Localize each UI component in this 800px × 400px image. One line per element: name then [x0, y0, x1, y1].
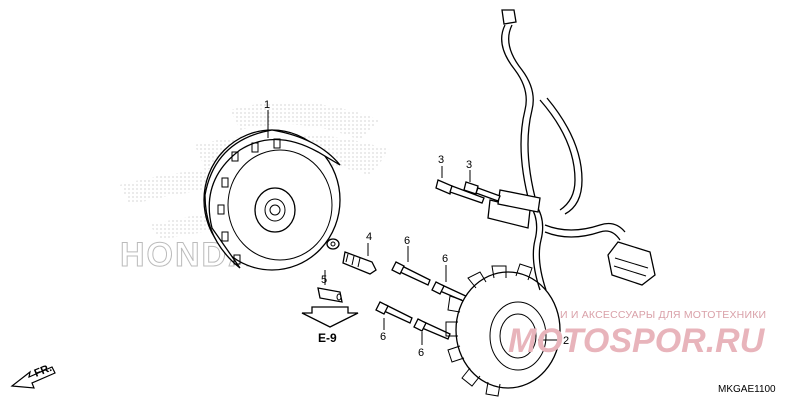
washer — [326, 238, 340, 250]
callout-1: 1 — [264, 99, 270, 111]
harness-connector-top — [501, 9, 517, 25]
flywheel-slots — [217, 138, 281, 265]
callout-3-b: 3 — [466, 159, 472, 171]
flywheel-bolt — [342, 251, 377, 275]
socket-bolt — [317, 287, 343, 303]
front-direction-arrow — [10, 366, 56, 389]
reference-label: E-9 — [318, 331, 337, 345]
stator — [445, 263, 561, 397]
callout-5: 5 — [321, 274, 327, 286]
callout-4: 4 — [366, 231, 372, 243]
callout-6-a: 6 — [404, 235, 410, 247]
callout-6-d: 6 — [418, 347, 424, 359]
flywheel — [203, 129, 341, 271]
harness-clamp-bolts — [435, 179, 501, 204]
harness-coupler — [607, 241, 656, 286]
watermark-logo: MOTOSPOR.RU — [508, 322, 766, 360]
callout-2: 2 — [563, 335, 569, 347]
callout-3-a: 3 — [438, 154, 444, 166]
wire-harness — [501, 24, 626, 291]
watermark-tagline: И И АКСЕССУАРЫ ДЛЯ МОТОТЕХНИКИ — [560, 309, 766, 321]
callout-6-b: 6 — [442, 253, 448, 265]
reference-arrow — [301, 306, 359, 328]
callout-6-c: 6 — [380, 331, 386, 343]
direction-label: FR. — [33, 362, 54, 380]
diagram-code: MKGAE1100 — [718, 384, 776, 395]
